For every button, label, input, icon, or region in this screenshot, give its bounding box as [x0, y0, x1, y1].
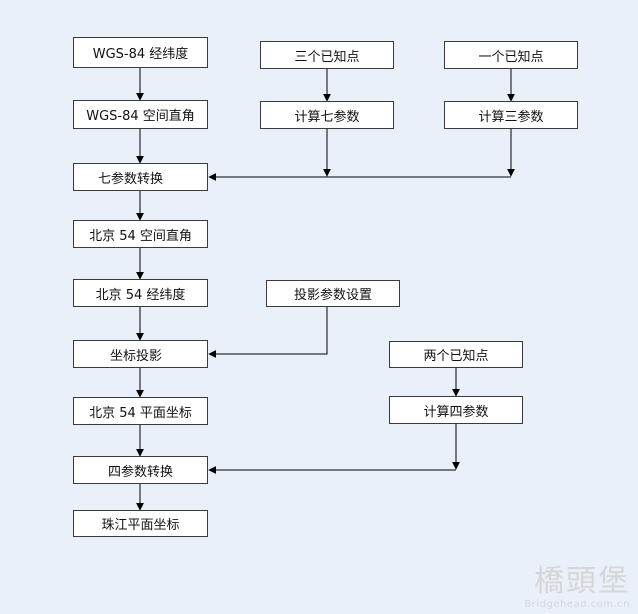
node-beijing54-latlon: 北京 54 经纬度 — [73, 279, 208, 307]
node-wgs84-latlon: WGS-84 经纬度 — [73, 37, 208, 68]
node-compute-seven-params: 计算七参数 — [260, 101, 394, 129]
node-coordinate-projection: 坐标投影 — [73, 340, 208, 368]
node-projection-param-settings: 投影参数设置 — [266, 280, 400, 307]
node-compute-three-params: 计算三参数 — [444, 101, 578, 129]
node-beijing54-cartesian: 北京 54 空间直角 — [73, 220, 208, 248]
node-zhujiang-plane: 珠江平面坐标 — [73, 510, 208, 537]
node-seven-param-transform: 七参数转换 — [73, 163, 208, 191]
watermark-logo: 橋頭堡 — [534, 564, 630, 599]
node-four-param-transform: 四参数转换 — [73, 456, 208, 484]
node-three-known-points: 三个已知点 — [260, 41, 394, 69]
watermark-site: Bridgehead.com.cn — [524, 599, 630, 610]
arrow-projection-settings-to-projection — [208, 306, 328, 358]
node-compute-four-params: 计算四参数 — [389, 396, 523, 424]
node-beijing54-plane: 北京 54 平面坐标 — [73, 397, 208, 425]
node-one-known-point: 一个已知点 — [444, 41, 578, 69]
node-wgs84-cartesian: WGS-84 空间直角 — [73, 100, 208, 129]
watermark: 橋頭堡 Bridgehead.com.cn — [524, 564, 630, 611]
node-two-known-points: 两个已知点 — [389, 341, 523, 368]
